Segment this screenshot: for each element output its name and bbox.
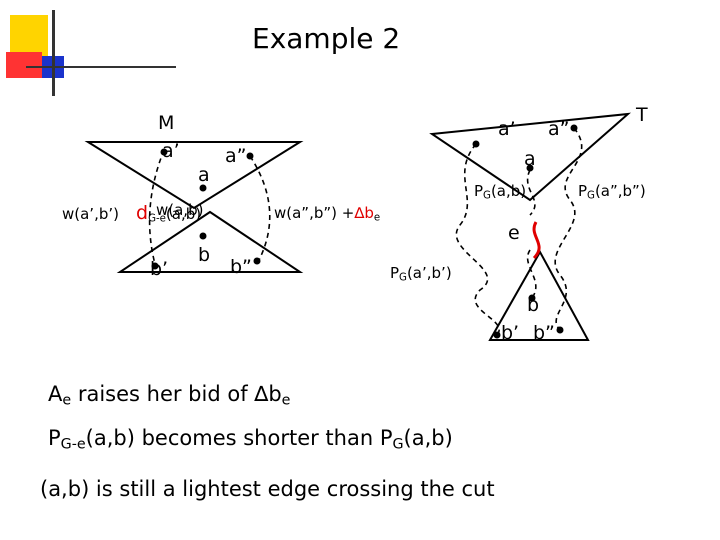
label-PG-a1b1: PG(a’,b’) bbox=[390, 264, 452, 284]
logo-horizontal-line bbox=[26, 66, 176, 68]
right-bottom-triangle bbox=[488, 249, 590, 341]
label-right-b: b bbox=[527, 294, 540, 316]
label-d-G-e-ab: dG-e(a,b) bbox=[136, 202, 202, 225]
logo-vertical-line bbox=[52, 10, 55, 96]
left-hourglass bbox=[84, 141, 304, 273]
left-top-triangle bbox=[84, 141, 304, 210]
path-PG-ab-top bbox=[526, 169, 536, 216]
label-e: e bbox=[508, 222, 520, 244]
left-vertex-a bbox=[199, 184, 207, 192]
text-line-1: Ae raises her bid of ∆be bbox=[48, 382, 291, 409]
red-edge-e bbox=[532, 221, 541, 260]
label-left-a-prime: a’ bbox=[162, 140, 180, 162]
label-right-b-prime: b’ bbox=[501, 322, 520, 344]
label-left-a-dbl: a” bbox=[225, 145, 247, 167]
logo-red-square bbox=[6, 52, 42, 78]
label-w-ab: w(a,b) bbox=[156, 201, 204, 219]
text-line-3: (a,b) is still a lightest edge crossing … bbox=[40, 477, 495, 501]
left-vertex-a-prime bbox=[160, 148, 168, 156]
label-w-a2b2-delta: w(a”,b”) +∆be bbox=[274, 204, 381, 224]
left-vertex-b-prime bbox=[151, 262, 159, 270]
label-PG-ab: PG(a,b) bbox=[474, 182, 527, 202]
right-vertex-b bbox=[528, 294, 536, 302]
label-T: T bbox=[636, 104, 648, 126]
right-vertex-b-prime bbox=[493, 331, 501, 339]
label-left-a: a bbox=[198, 164, 210, 186]
logo-yellow-square bbox=[10, 15, 48, 57]
right-vertex-b-dbl bbox=[556, 326, 564, 334]
left-cut-arc-2 bbox=[249, 155, 271, 263]
label-right-b-dbl: b” bbox=[533, 322, 555, 344]
text-line-2: PG-e(a,b) becomes shorter than PG(a,b) bbox=[48, 426, 453, 453]
label-right-a-prime: a’ bbox=[498, 118, 516, 140]
label-M: M bbox=[158, 112, 175, 134]
path-PG-a2b2 bbox=[554, 127, 583, 331]
left-vertex-b-dbl bbox=[253, 257, 261, 265]
right-vertex-a bbox=[526, 164, 534, 172]
label-left-b-prime: b’ bbox=[150, 258, 169, 280]
path-PG-a1b1 bbox=[455, 143, 500, 336]
left-vertex-a-dbl bbox=[246, 152, 254, 160]
label-w-a1b1: w(a’,b’) bbox=[62, 205, 119, 223]
left-vertex-b bbox=[199, 232, 207, 240]
path-PG-ab-bottom bbox=[526, 249, 537, 299]
label-right-a-dbl: a” bbox=[548, 118, 570, 140]
label-right-a: a bbox=[524, 148, 536, 170]
label-left-b-dbl: b” bbox=[230, 256, 252, 278]
right-vertex-a-dbl bbox=[570, 124, 578, 132]
label-PG-a2b2: PG(a”,b”) bbox=[578, 182, 646, 202]
label-left-b: b bbox=[198, 244, 211, 266]
right-vertex-a-prime bbox=[472, 140, 480, 148]
left-bottom-triangle bbox=[116, 210, 304, 273]
slide-title: Example 2 bbox=[252, 22, 401, 55]
